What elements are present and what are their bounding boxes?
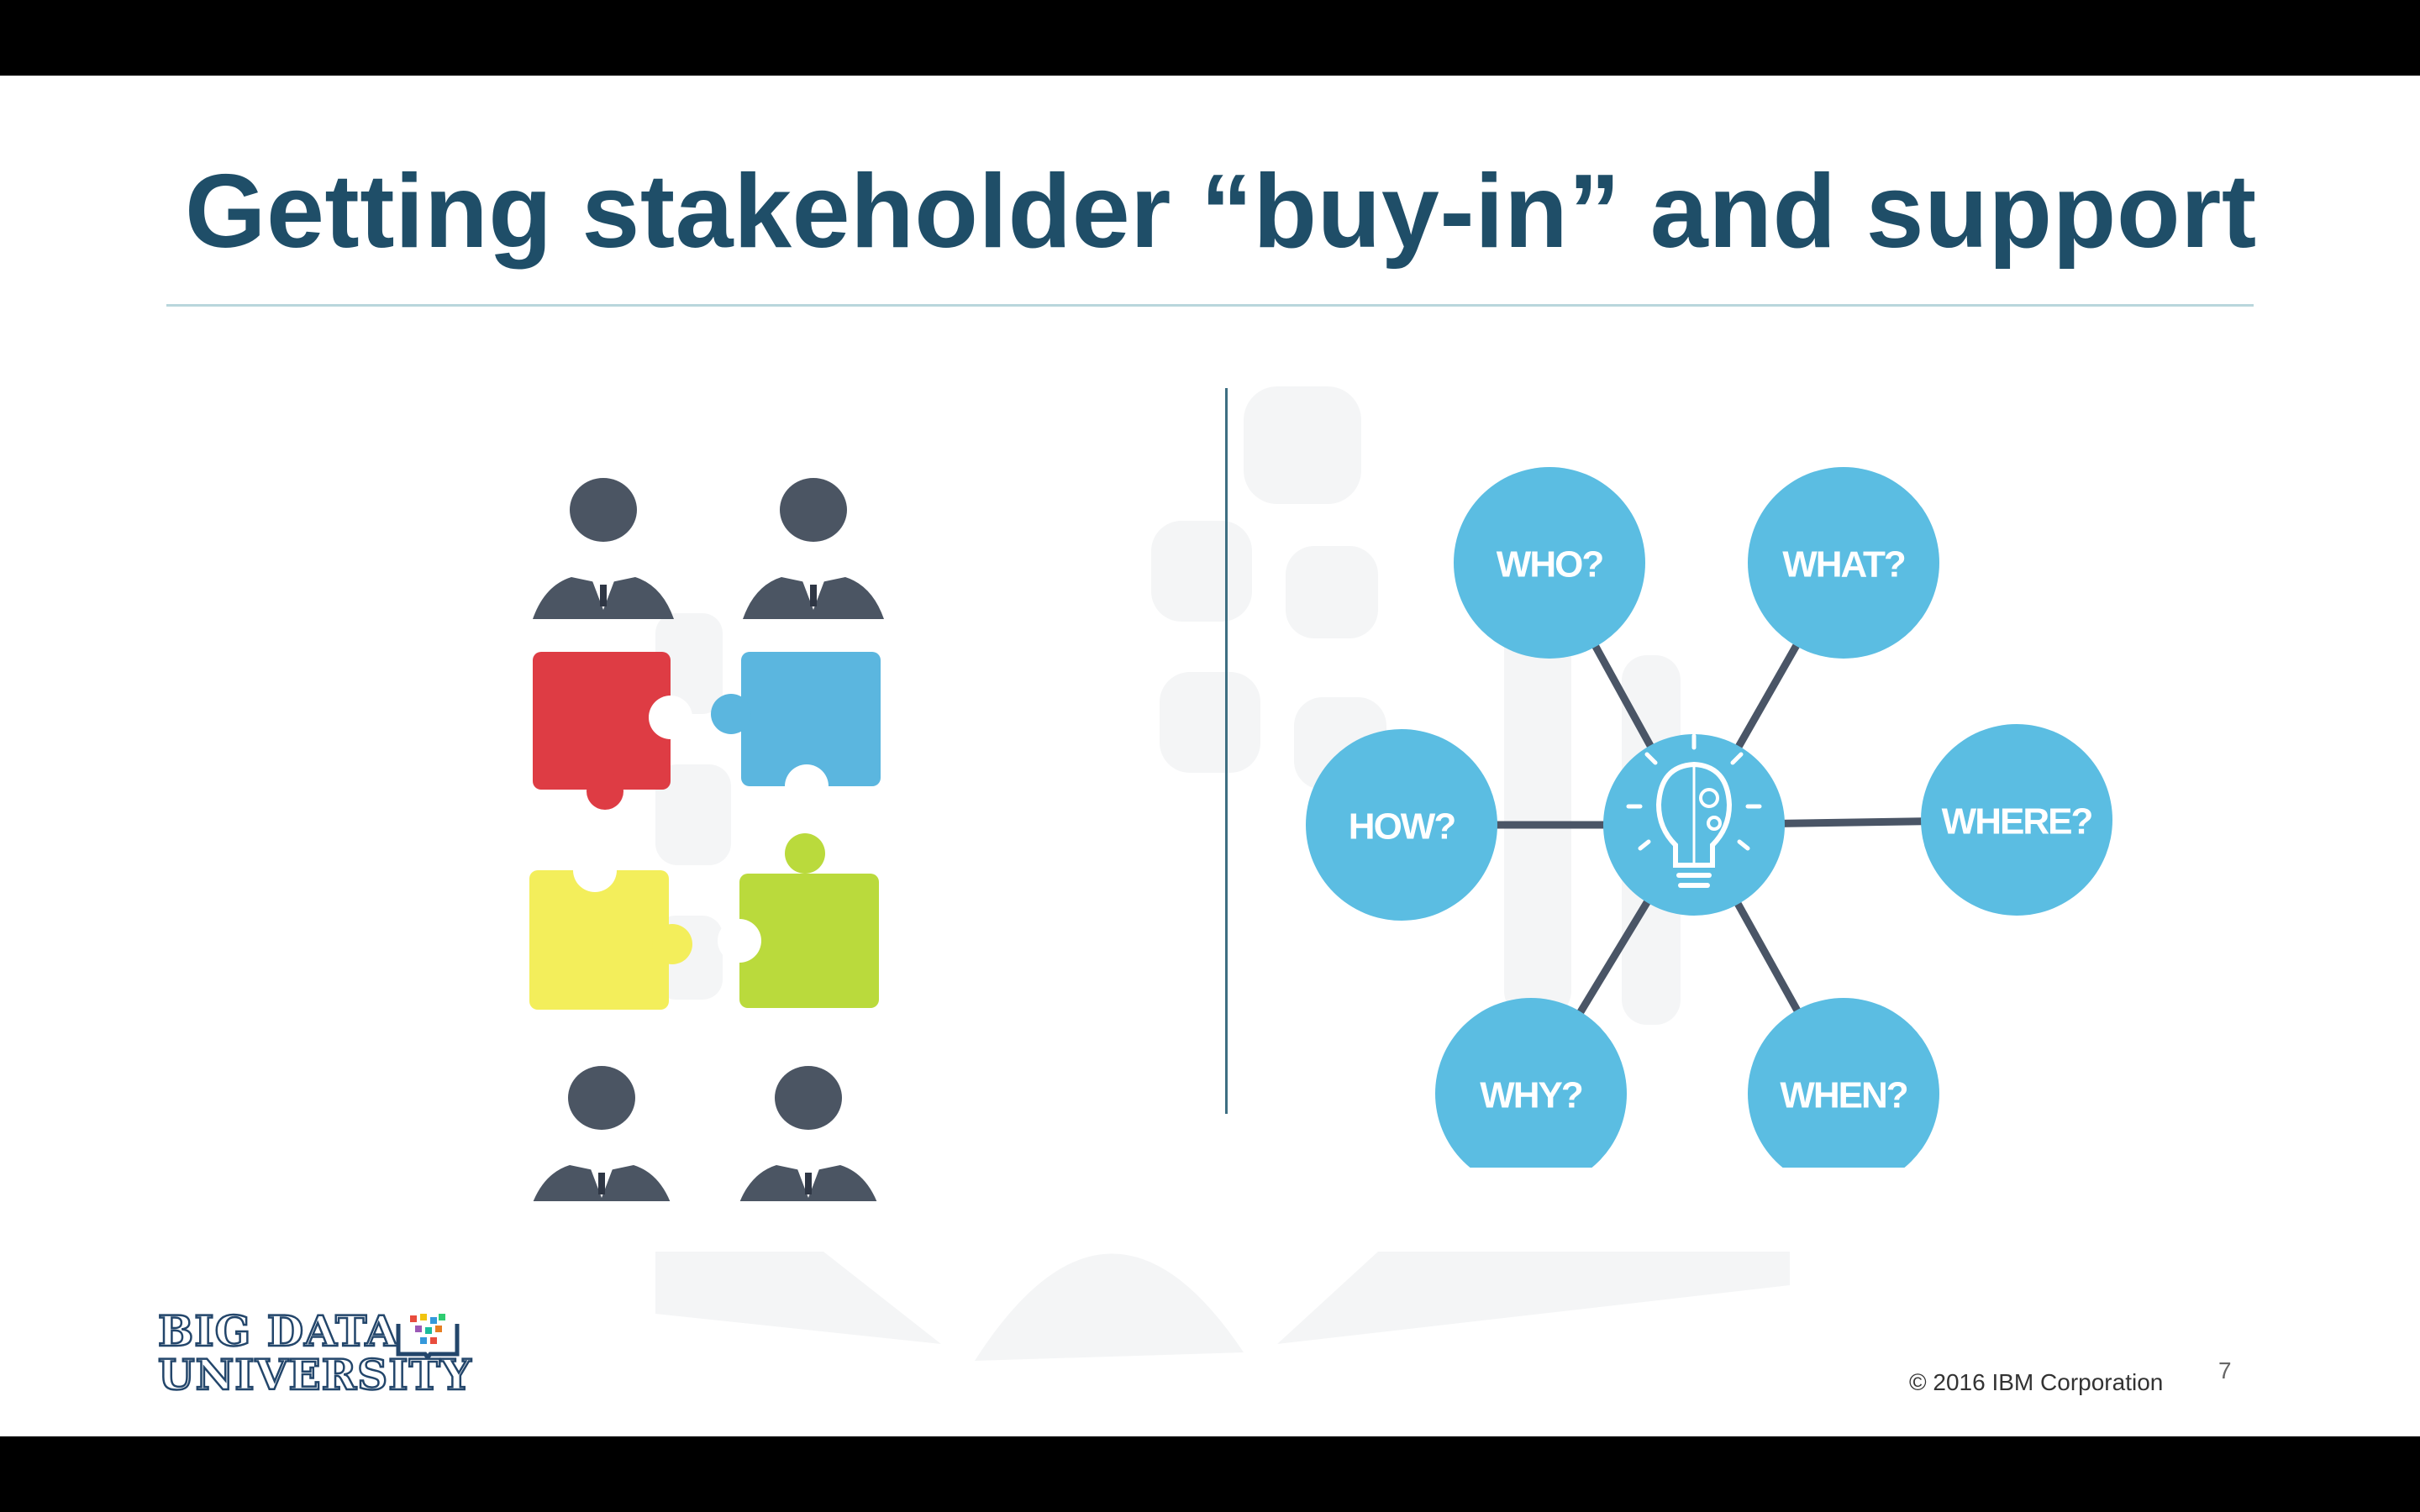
svg-text:WHAT?: WHAT?	[1782, 544, 1905, 585]
slide-title: Getting stakeholder “buy-in” and support	[185, 154, 2257, 270]
bubble-when: WHEN?	[1748, 998, 1939, 1168]
logo-line-1: BIG DATA	[157, 1306, 399, 1356]
svg-text:WHEN?: WHEN?	[1780, 1075, 1907, 1116]
puzzle-piece-icon	[533, 652, 692, 810]
bubble-where: WHERE?	[1921, 724, 2112, 916]
open-book-icon	[396, 1314, 460, 1359]
bubble-who: WHO?	[1454, 467, 1645, 659]
big-data-university-logo: BIG DATA UNIVERSITY	[157, 1306, 472, 1403]
svg-text:WHO?: WHO?	[1497, 544, 1603, 585]
people-puzzle-graphic	[529, 478, 884, 1201]
svg-text:WHY?: WHY?	[1480, 1075, 1582, 1116]
bubble-why: WHY?	[1435, 998, 1627, 1168]
puzzle-piece-icon	[529, 848, 692, 1010]
question-hub-diagram: WHO? WHAT? HOW? WHERE? WHY? WHEN?	[1306, 467, 2112, 1168]
title-underline	[166, 304, 2254, 307]
lightbulb-gear-icon	[1626, 733, 1762, 888]
logo-line-2: UNIVERSITY	[157, 1350, 472, 1399]
svg-text:HOW?: HOW?	[1349, 806, 1455, 848]
puzzle-piece-icon	[711, 652, 881, 808]
watermark-graphic	[655, 386, 1790, 1361]
bubble-what: WHAT?	[1748, 467, 1939, 659]
page-number: 7	[2218, 1357, 2232, 1383]
puzzle-piece-icon	[718, 833, 879, 1008]
slide: Getting stakeholder “buy-in” and support	[0, 76, 2420, 1436]
bubble-how: HOW?	[1306, 729, 1497, 921]
copyright-notice: © 2016 IBM Corporation	[1909, 1369, 2164, 1395]
vertical-divider	[1225, 388, 1228, 1114]
svg-text:WHERE?: WHERE?	[1942, 801, 2092, 843]
